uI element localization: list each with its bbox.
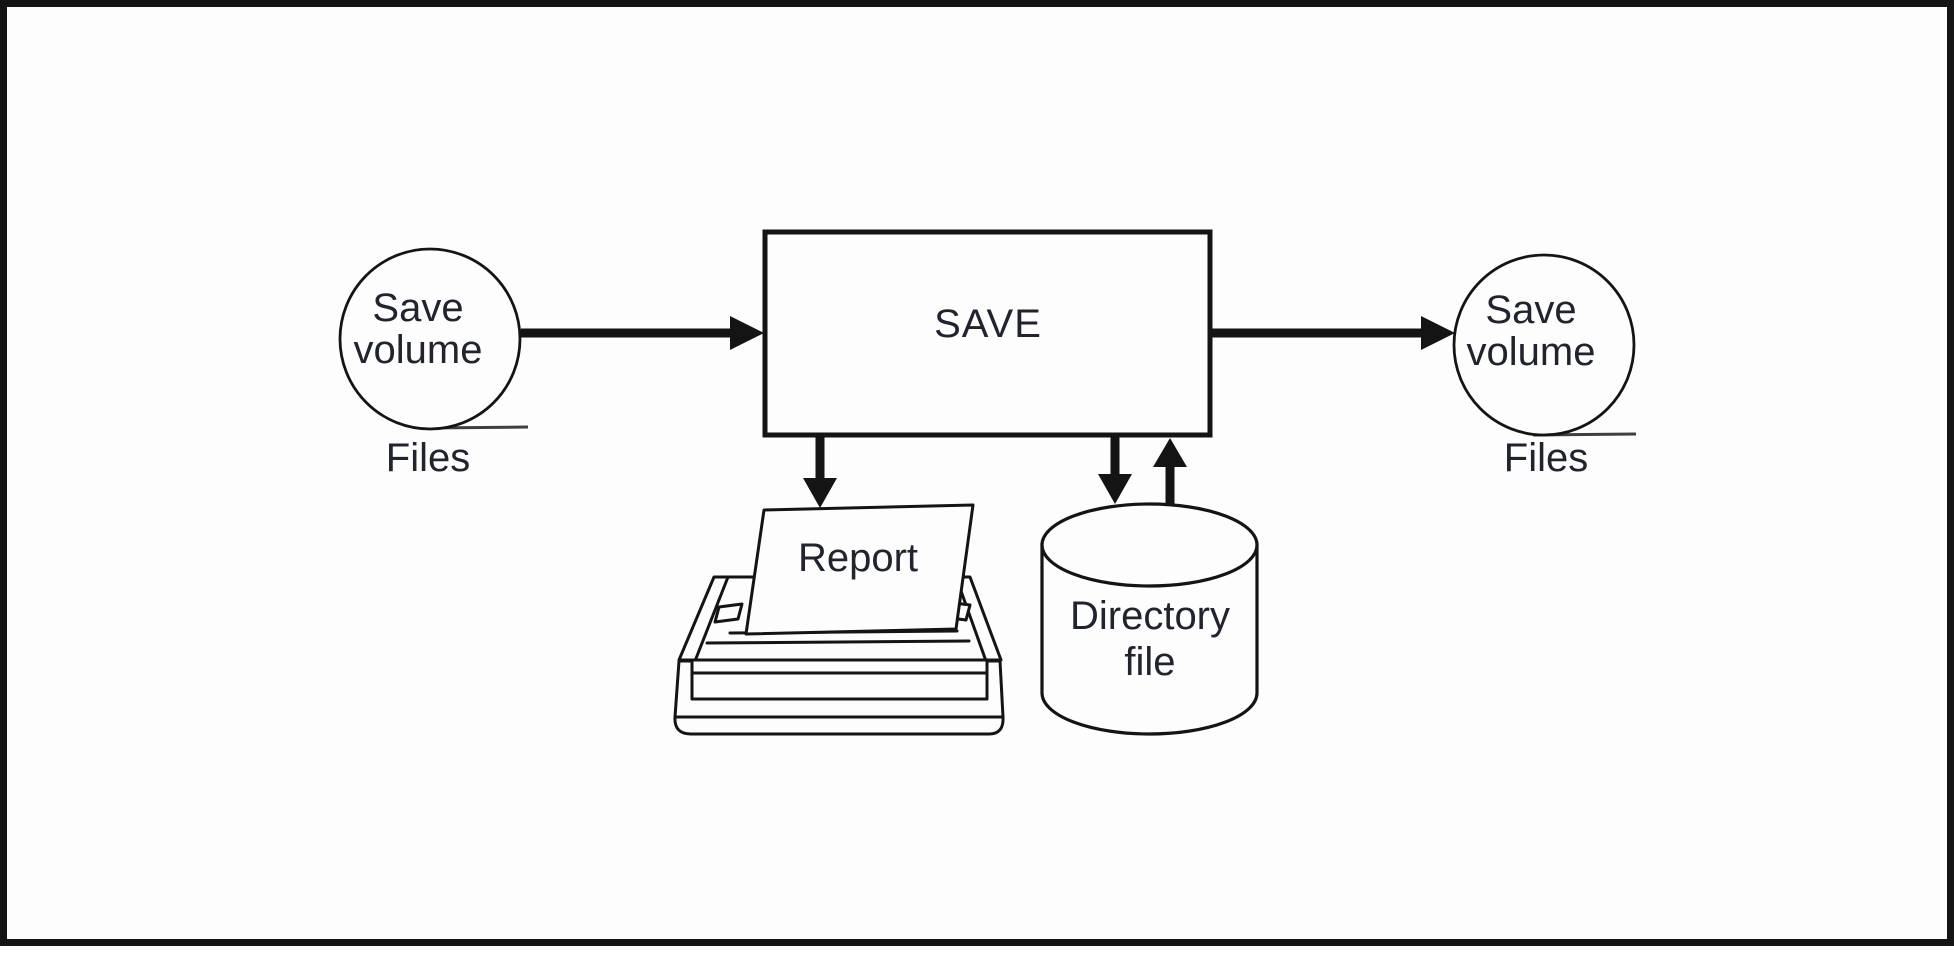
save-process-label: SAVE (934, 302, 1042, 346)
arrow-save-to-report (803, 435, 837, 508)
report-label: Report (797, 536, 919, 580)
arrow-input-to-save (521, 316, 764, 350)
input-volume-circle (338, 247, 522, 431)
output-volume-label: Save volume (1466, 288, 1596, 374)
arrow-directory-to-save (1153, 438, 1187, 507)
directory-file-label: Directory file (1069, 594, 1231, 684)
arrow-save-to-output (1212, 316, 1455, 350)
diagram-canvas (338, 229, 1637, 736)
files-caption-right: Files (1503, 436, 1589, 480)
save-process-box (762, 229, 1213, 438)
files-caption-left: Files (385, 436, 471, 480)
input-volume-label: Save volume (353, 286, 483, 372)
report-paper-sheet (744, 503, 975, 636)
output-volume-circle (1452, 253, 1636, 437)
printer-icon (673, 503, 1005, 736)
arrow-save-to-directory (1098, 435, 1132, 504)
disk-cylinder-icon (1040, 502, 1259, 736)
